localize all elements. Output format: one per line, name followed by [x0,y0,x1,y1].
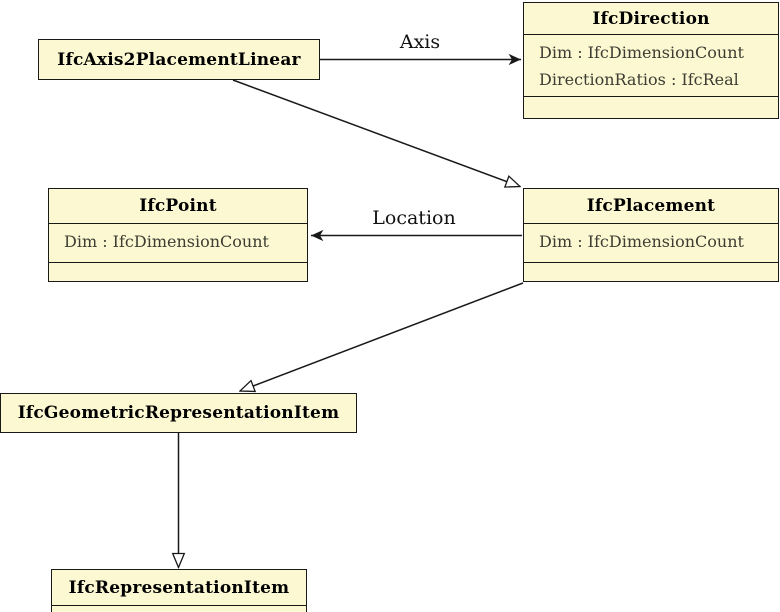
class-ifcaxis2placementlinear: IfcAxis2PlacementLinear [38,39,320,80]
class-ifcdirection: IfcDirection Dim : IfcDimensionCount Dir… [523,2,779,119]
class-operations-empty [524,96,778,115]
class-ifcrepresentationitem: IfcRepresentationItem [51,569,307,612]
class-operations-empty [524,262,778,277]
edge-label-axis: Axis [399,31,441,53]
class-operations-empty [49,262,307,277]
class-attribute: Dim : IfcDimensionCount [64,232,269,251]
edge-inheritance-placement-to-geometricrepresentationitem [240,282,524,391]
class-title: IfcPoint [139,196,217,216]
class-title: IfcPlacement [586,196,716,216]
edge-inheritance-axis2placement-to-placement [232,79,520,187]
class-attributes-empty [52,605,306,612]
class-attributes: Dim : IfcDimensionCount [49,223,307,262]
class-title: IfcDirection [592,8,710,29]
class-ifcgeometricrepresentationitem: IfcGeometricRepresentationItem [0,393,357,433]
class-title: IfcAxis2PlacementLinear [57,49,301,70]
class-attribute: Dim : IfcDimensionCount [539,232,744,251]
class-title: IfcGeometricRepresentationItem [17,403,340,423]
class-attributes: Dim : IfcDimensionCount DirectionRatios … [524,34,778,96]
class-ifcpoint: IfcPoint Dim : IfcDimensionCount [48,188,308,282]
class-attributes: Dim : IfcDimensionCount [524,223,778,262]
class-attribute: DirectionRatios : IfcReal [539,70,739,89]
class-title: IfcRepresentationItem [68,577,290,598]
class-ifcplacement: IfcPlacement Dim : IfcDimensionCount [523,188,779,282]
edge-label-location: Location [372,207,456,229]
class-attribute: Dim : IfcDimensionCount [539,43,744,62]
